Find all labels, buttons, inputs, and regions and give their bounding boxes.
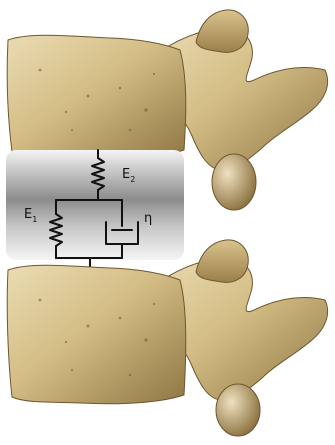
lower-vertebra bbox=[7, 240, 327, 436]
lower-vertebra-superior-facet bbox=[196, 240, 248, 282]
lower-vertebra-inferior-knob bbox=[216, 384, 260, 436]
lower-vertebra-body bbox=[7, 265, 186, 404]
upper-vertebra-superior-facet bbox=[196, 10, 248, 52]
upper-vertebra-inferior-knob bbox=[212, 154, 256, 210]
label-eta: η bbox=[144, 211, 152, 226]
upper-vertebra-body bbox=[7, 35, 186, 159]
